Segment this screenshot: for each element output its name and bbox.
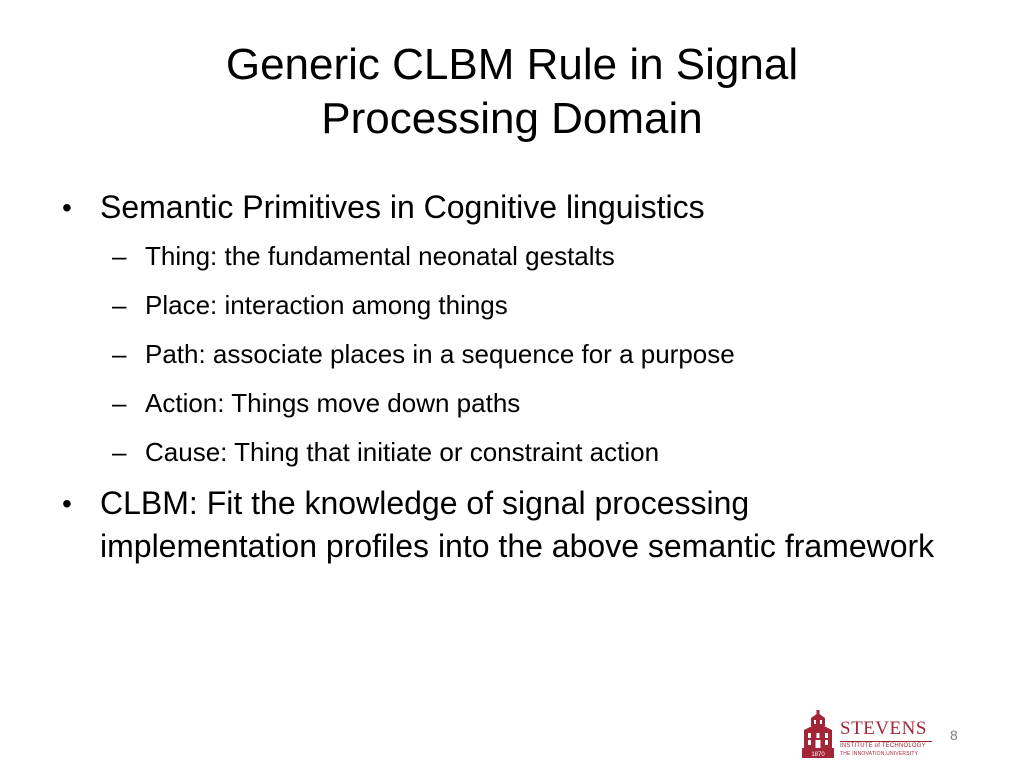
- sub-bullet-item: – Place: interaction among things: [60, 286, 960, 324]
- sub-bullet-item: – Action: Things move down paths: [60, 384, 960, 422]
- dash-icon: –: [112, 437, 127, 467]
- logo-name: STEVENS: [840, 718, 927, 739]
- sub-bullet-text: Place: interaction among things: [145, 290, 508, 320]
- bullet-icon: •: [62, 488, 72, 519]
- sub-bullet-text: Action: Things move down paths: [145, 388, 521, 418]
- sub-bullet-item: – Cause: Thing that initiate or constrai…: [60, 433, 960, 471]
- bullet-item: • CLBM: Fit the knowledge of signal proc…: [60, 482, 960, 568]
- slide-content: • Semantic Primitives in Cognitive lingu…: [60, 186, 960, 576]
- sub-bullet-text: Path: associate places in a sequence for…: [145, 339, 735, 369]
- logo-year: 1870: [811, 752, 825, 758]
- logo-tagline: THE INNOVATION UNIVERSITY: [840, 751, 919, 757]
- dash-icon: –: [112, 388, 127, 418]
- stevens-logo: 1870 STEVENS INSTITUTE of TECHNOLOGY THE…: [800, 708, 938, 762]
- logo-divider: [840, 741, 932, 742]
- logo-subtitle: INSTITUTE of TECHNOLOGY: [840, 743, 926, 749]
- sub-bullet-item: – Thing: the fundamental neonatal gestal…: [60, 237, 960, 275]
- dash-icon: –: [112, 339, 127, 369]
- slide-title-line-2: Processing Domain: [321, 94, 703, 143]
- stevens-building-icon: 1870: [802, 710, 834, 758]
- bullet-text: CLBM: Fit the knowledge of signal proces…: [100, 485, 935, 564]
- bullet-item: • Semantic Primitives in Cognitive lingu…: [60, 186, 960, 229]
- bullet-icon: •: [62, 192, 72, 223]
- slide-title: Generic CLBM Rule in Signal Processing D…: [60, 38, 964, 146]
- sub-bullet-text: Cause: Thing that initiate or constraint…: [145, 437, 660, 467]
- bullet-text: Semantic Primitives in Cognitive linguis…: [100, 189, 705, 225]
- page-number: 8: [950, 727, 958, 743]
- slide-title-line-1: Generic CLBM Rule in Signal: [225, 40, 799, 89]
- dash-icon: –: [112, 241, 127, 271]
- sub-bullet-text: Thing: the fundamental neonatal gestalts: [145, 241, 615, 271]
- dash-icon: –: [112, 290, 127, 320]
- sub-bullet-item: – Path: associate places in a sequence f…: [60, 335, 960, 373]
